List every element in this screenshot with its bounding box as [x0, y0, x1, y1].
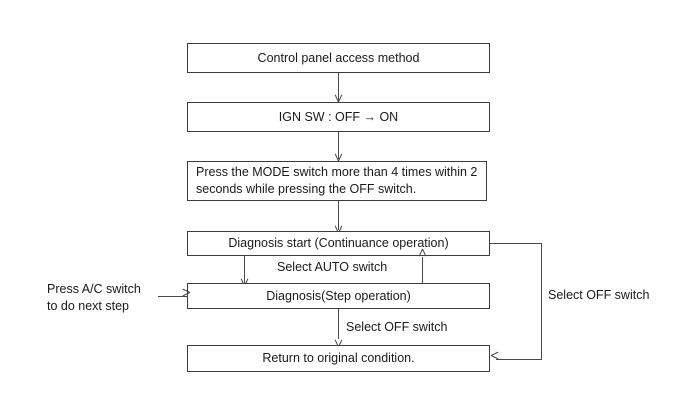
loop-segment-right: [541, 243, 542, 359]
connector-note-to-node5: [158, 296, 187, 297]
node-diagnosis-start: Diagnosis start (Continuance operation): [187, 231, 490, 256]
connector-node5-node4-auto: [422, 257, 423, 284]
connector-node3-node4: [338, 201, 339, 230]
node-label: Return to original condition.: [262, 351, 415, 365]
edge-label-select-off-switch-down: Select OFF switch: [346, 320, 448, 334]
node-return-original: Return to original condition.: [187, 345, 490, 372]
edge-label-select-auto-switch: Select AUTO switch: [277, 260, 388, 274]
node-label: Diagnosis start (Continuance operation): [228, 236, 449, 250]
node-label: Diagnosis(Step operation): [266, 288, 411, 303]
connector-node1-node2: [338, 73, 339, 101]
note-press-ac-switch: Press A/C switch to do next step: [47, 282, 141, 313]
loop-segment-bottom: [496, 359, 542, 360]
loop-segment-top: [490, 243, 542, 244]
node-label: Control panel access method: [257, 50, 420, 65]
connector-node5-node6: [338, 309, 339, 339]
connector-node4-node5: [244, 256, 245, 283]
node-press-mode-switch: Press the MODE switch more than 4 times …: [187, 161, 487, 201]
node-label: IGN SW : OFF → ON: [278, 109, 399, 124]
node-control-panel-access-method: Control panel access method: [187, 43, 490, 73]
node-ign-sw: IGN SW : OFF → ON: [187, 102, 490, 132]
connector-node2-node3: [338, 132, 339, 159]
node-label: Press the MODE switch more than 4 times …: [196, 165, 478, 196]
node-diagnosis-step: Diagnosis(Step operation): [187, 283, 490, 309]
edge-label-select-off-switch-loop: Select OFF switch: [548, 288, 650, 302]
